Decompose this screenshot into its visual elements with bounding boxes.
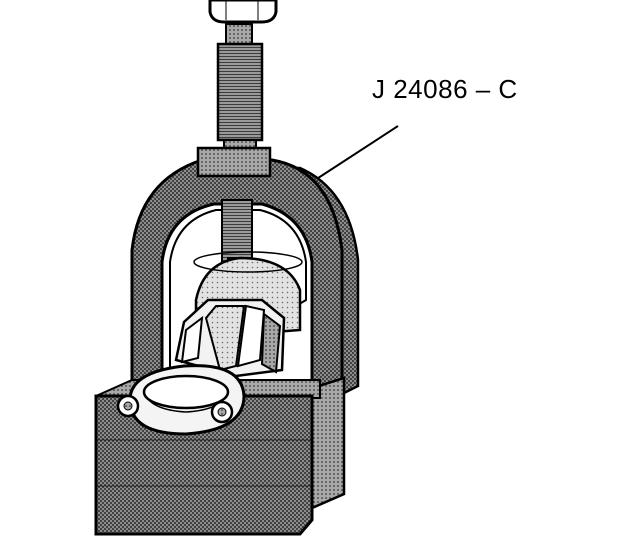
handle-block — [208, 0, 278, 24]
threaded-screw — [216, 23, 264, 155]
rod-bolt-right — [210, 400, 234, 424]
rod-bolt-left — [116, 394, 140, 418]
tool-part-number-label: J 24086 – C — [372, 74, 518, 104]
frame-top-boss — [196, 146, 272, 178]
connecting-rod — [174, 298, 286, 378]
label-leader-line — [311, 125, 399, 183]
rod-big-end — [128, 364, 246, 436]
